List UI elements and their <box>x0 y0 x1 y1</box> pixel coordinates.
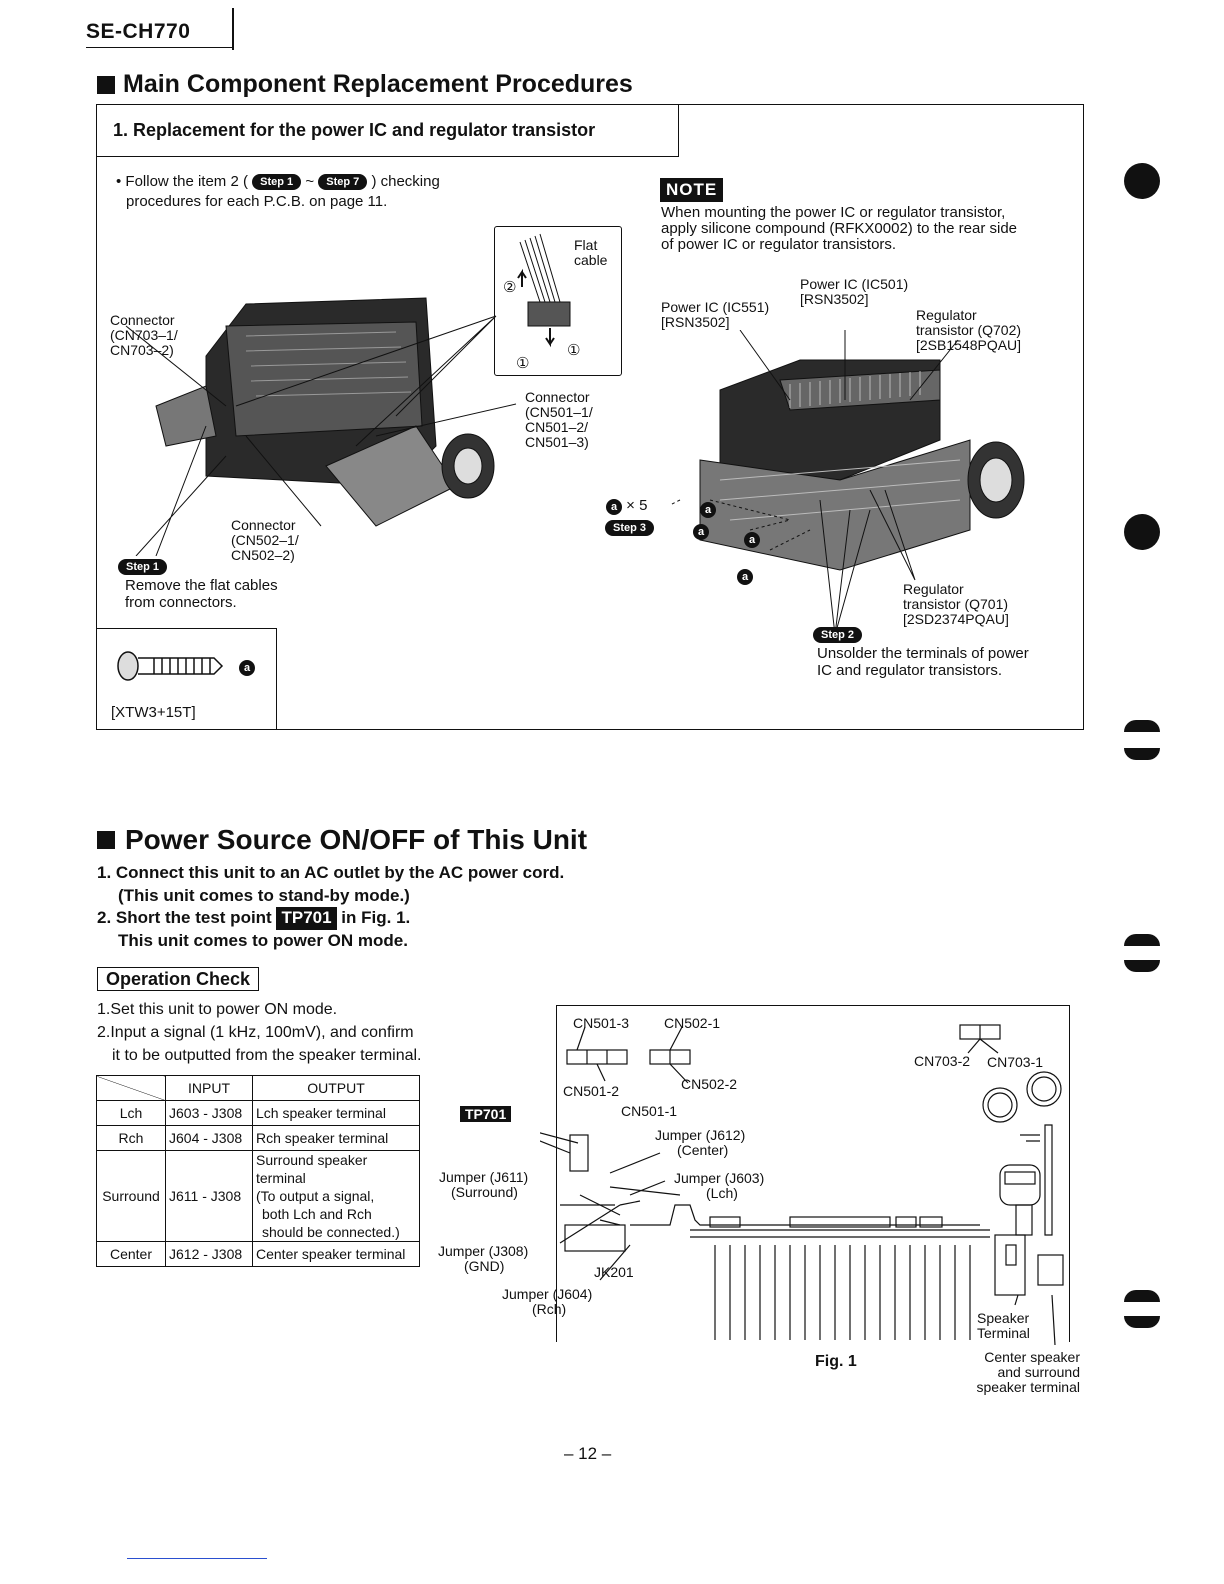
model-number: SE-CH770 <box>86 20 191 43</box>
step3-badge: Step 3 <box>605 519 655 537</box>
operation-check-title: Operation Check <box>97 967 260 991</box>
screw-a-marker-2: a <box>693 522 709 540</box>
screw-a-marker-3: a <box>744 530 760 548</box>
bullet-square-icon <box>97 831 115 849</box>
regulator-q702-label: Regulator transistor (Q702) [2SB1548PQAU… <box>916 307 1022 353</box>
table-row: Center J612 - J308 Center speaker termin… <box>96 1241 420 1267</box>
page-edge-line <box>127 1558 267 1559</box>
table-header-row: INPUT OUTPUT <box>96 1075 420 1101</box>
pcb-illustration-right <box>669 330 1025 630</box>
bullet-square-icon <box>97 75 115 94</box>
connector-cn703-label: Connector (CN703–1/ CN703–2) <box>110 312 178 358</box>
section1-subtitle-box <box>96 104 679 157</box>
margin-punch-mark <box>1124 1290 1160 1302</box>
margin-punch-mark <box>1124 934 1160 946</box>
tp701-label: TP701 <box>460 1106 512 1122</box>
cn501-1-label: CN501-1 <box>621 1103 678 1119</box>
flat-cable-label: Flat cable <box>574 237 608 268</box>
follow-instruction-line2: procedures for each P.C.B. on page 11. <box>126 193 388 210</box>
circle-2-marker: ② <box>503 279 517 296</box>
fig1-drawing <box>540 1024 1064 1345</box>
section2-title: Power Source ON/OFF of This Unit <box>125 824 588 855</box>
screw-legend-box <box>96 628 277 729</box>
note-text: When mounting the power IC or regulator … <box>661 204 1018 253</box>
screw-label-a: a <box>239 658 255 676</box>
note-badge: NOTE <box>660 178 724 202</box>
jumper-j612-label: Jumper (J612) (Center) <box>655 1127 746 1158</box>
margin-punch-mark <box>1124 163 1160 199</box>
power-steps: 1. Connect this unit to an AC outlet by … <box>97 863 565 950</box>
circle-1-marker-bottom: ① <box>516 355 530 372</box>
flat-cable-detail-box <box>494 226 622 376</box>
cn502-1-label: CN502-1 <box>664 1015 721 1031</box>
step-badge-icon: Step 3 <box>605 519 655 536</box>
step2-badge: Step 2 <box>813 626 863 644</box>
section1-heading: Main Component Replacement Procedures <box>97 70 633 99</box>
screw-a-icon: a <box>606 499 622 515</box>
jk201-label: JK201 <box>594 1264 634 1280</box>
tp701-badge: TP701 <box>276 907 337 930</box>
header-divider <box>232 8 234 50</box>
step-badge-icon: Step 2 <box>813 626 863 643</box>
screw-icon <box>117 651 224 681</box>
section2-heading: Power Source ON/OFF of This Unit <box>97 824 587 856</box>
margin-punch-mark <box>1124 748 1160 760</box>
jumper-j308-label: Jumper (J308) (GND) <box>438 1243 529 1274</box>
section1-frame <box>96 104 1084 730</box>
margin-punch-mark <box>1124 720 1160 732</box>
cn501-2-label: CN501-2 <box>563 1083 620 1099</box>
power-ic-551-label: Power IC (IC551) [RSN3502] <box>661 299 770 330</box>
connector-cn502-label: Connector (CN502–1/ CN502–2) <box>231 517 299 563</box>
connector-cn501-label: Connector (CN501–1/ CN501–2/ CN501–3) <box>525 389 593 450</box>
margin-punch-mark <box>1124 514 1160 550</box>
fig1-caption: Fig. 1 <box>815 1353 857 1370</box>
operation-check-table: INPUT OUTPUT Lch J603 - J308 Lch speaker… <box>96 1075 420 1267</box>
circle-1-marker: ① <box>567 342 581 359</box>
table-header-corner <box>96 1075 166 1101</box>
section1-title: Main Component Replacement Procedures <box>123 70 633 98</box>
step-badge-icon: Step 1 <box>252 174 302 191</box>
operation-check-steps: 1.Set this unit to power ON mode. 2.Inpu… <box>97 1001 422 1064</box>
table-row: Lch J603 - J308 Lch speaker terminal <box>96 1100 420 1126</box>
step-badge-icon: Step 1 <box>118 558 168 575</box>
margin-punch-mark <box>1124 960 1160 972</box>
table-row: Rch J604 - J308 Rch speaker terminal <box>96 1125 420 1151</box>
center-speaker-terminal-label: Center speaker and surround speaker term… <box>976 1349 1081 1395</box>
flat-cable-detail-drawing <box>517 233 571 348</box>
screw-part-number: [XTW3+15T] <box>111 704 196 721</box>
fig1-board-outline <box>556 1005 1070 1342</box>
section1-subtitle: 1. Replacement for the power IC and regu… <box>113 120 596 140</box>
regulator-q701-label: Regulator transistor (Q701) [2SD2374PQAU… <box>903 581 1009 627</box>
step1-instruction: Remove the flat cables from connectors. <box>125 577 278 611</box>
cn703-2-label: CN703-2 <box>914 1053 971 1069</box>
follow-instruction: • Follow the item 2 ( Step 1 ~ Step 7 ) … <box>116 173 440 191</box>
power-ic-501-label: Power IC (IC501) [RSN3502] <box>800 276 909 307</box>
cn703-1-label: CN703-1 <box>987 1054 1044 1070</box>
table-header-input: INPUT <box>165 1075 253 1101</box>
header-underline <box>86 47 232 48</box>
jumper-j603-label: Jumper (J603) (Lch) <box>674 1170 765 1201</box>
screw-a-marker-1: a <box>700 500 716 518</box>
page-number: – 12 – <box>564 1444 612 1463</box>
speaker-terminal-label: Speaker Terminal <box>977 1310 1030 1341</box>
screw-count: a × 5 <box>606 497 647 515</box>
cn502-2-label: CN502-2 <box>681 1076 738 1092</box>
step-badge-icon: Step 7 <box>318 174 368 191</box>
table-row: Surround J611 - J308 Surround speaker te… <box>96 1150 420 1242</box>
pcb-illustration-left <box>125 297 517 556</box>
screw-a-marker-4: a <box>737 567 753 585</box>
table-header-output: OUTPUT <box>252 1075 420 1101</box>
jumper-j604-label: Jumper (J604) (Rch) <box>502 1286 593 1317</box>
step1-badge: Step 1 <box>118 558 168 576</box>
step2-instruction: Unsolder the terminals of power IC and r… <box>817 645 1029 679</box>
jumper-j611-label: Jumper (J611) (Surround) <box>439 1169 529 1200</box>
cn501-3-label: CN501-3 <box>573 1015 630 1031</box>
margin-punch-mark <box>1124 1316 1160 1328</box>
